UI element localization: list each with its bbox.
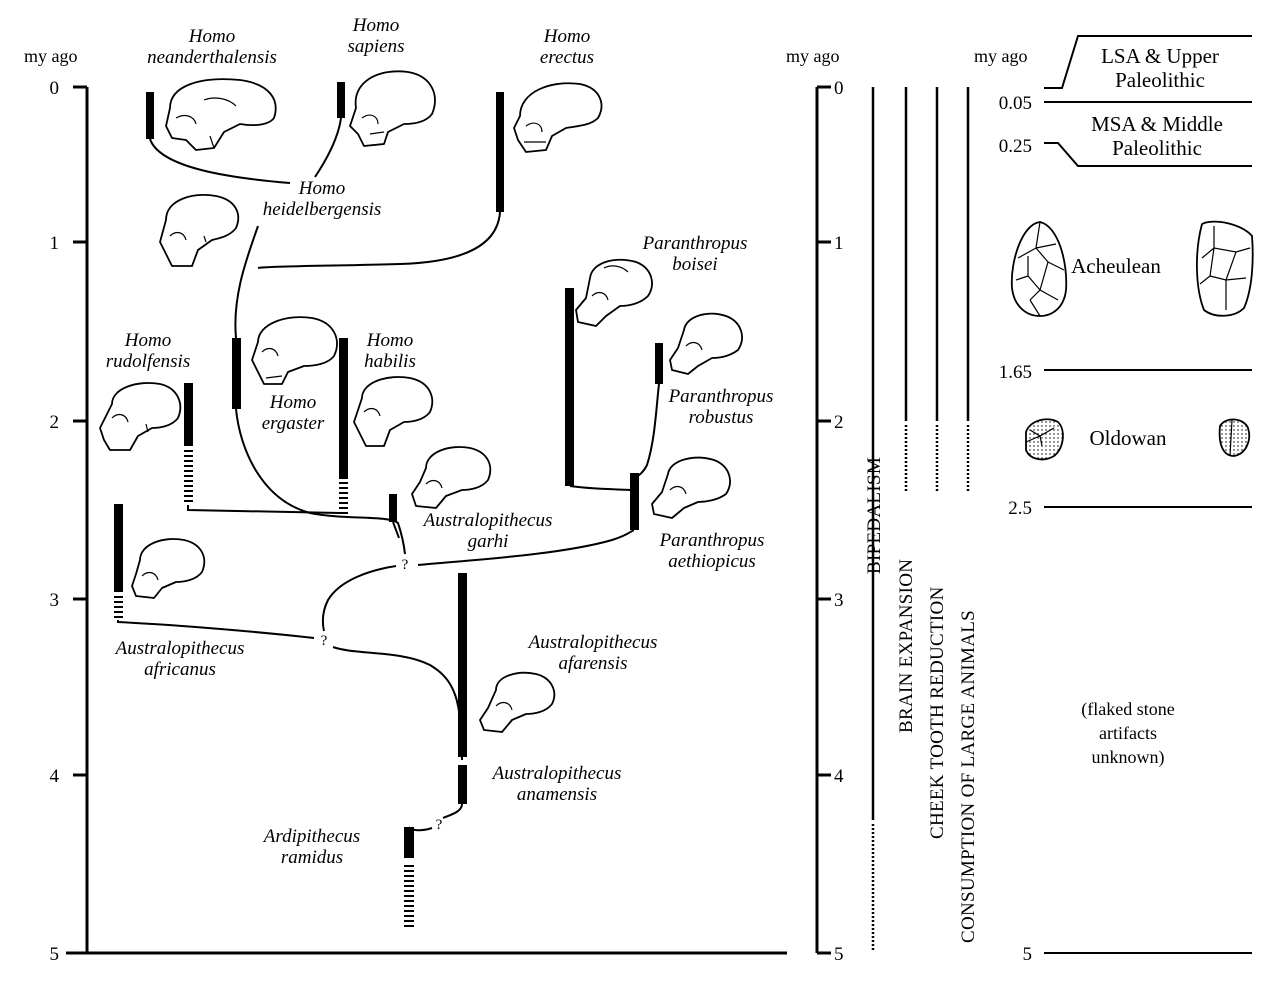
left-tick-label: 2 [50, 412, 60, 433]
archaeology-axis-title: my ago [974, 46, 1028, 66]
uncertain-node-marker: ? [321, 633, 328, 649]
oldowan-chopper-drawing [1025, 418, 1064, 461]
left-time-axis: my ago 0 1 2 3 4 5 [24, 46, 787, 965]
range-bar-habilis [339, 338, 348, 479]
range-dashes-africanus [114, 596, 123, 618]
skull-neanderthalensis-drawing [165, 78, 277, 151]
skull-afarensis-drawing [479, 671, 556, 733]
oldowan-flake-drawing [1218, 418, 1251, 457]
trait-label-consumption-of-large-animals: CONSUMPTION OF LARGE ANIMALS [958, 610, 979, 943]
skull-africanus-drawing [131, 538, 206, 599]
range-bar-ramidus [404, 827, 414, 858]
phylogeny-branches: ? ? ? [117, 117, 660, 833]
skull-robustus-drawing [669, 312, 743, 375]
species-range-bars [114, 82, 663, 927]
left-tick-label: 5 [50, 944, 60, 965]
skull-erectus-drawing [513, 82, 603, 153]
middle-tick-label: 5 [834, 944, 844, 965]
archaeology-tick-label: 1.65 [999, 362, 1032, 383]
trait-columns: BIPEDALISM BRAIN EXPANSION CHEEK TOOTH R… [864, 87, 979, 950]
left-tick-label: 4 [50, 766, 60, 787]
skull-aethiopicus-drawing [651, 456, 731, 519]
range-dashes-habilis [339, 482, 348, 514]
middle-tick-label: 4 [834, 766, 844, 787]
range-bar-neanderthalensis [146, 92, 154, 139]
range-bar-sapiens [337, 82, 345, 118]
range-dashes-rudolfensis [184, 450, 193, 502]
range-bar-robustus [655, 343, 663, 384]
trait-label-bipedalism: BIPEDALISM [864, 457, 885, 574]
skull-heidelbergensis-drawing [159, 194, 240, 267]
uncertain-node-marker: ? [436, 817, 443, 833]
middle-tick-label: 1 [834, 233, 844, 254]
range-bar-africanus [114, 504, 123, 592]
archaeology-tick-label: 2.5 [1008, 498, 1032, 519]
skull-boisei-drawing [575, 258, 653, 327]
range-bar-erectus [496, 92, 504, 212]
skull-ergaster-drawing [251, 316, 338, 385]
range-bar-ergaster [232, 338, 241, 409]
left-axis-title: my ago [24, 46, 78, 66]
left-tick-label: 0 [50, 78, 60, 99]
trait-label-cheek-tooth-reduction: CHEEK TOOTH REDUCTION [927, 586, 948, 839]
middle-tick-label: 0 [834, 78, 844, 99]
range-bar-garhi [389, 494, 397, 522]
trait-label-brain-expansion: BRAIN EXPANSION [896, 559, 917, 733]
skull-garhi-drawing [411, 446, 492, 509]
industry-label-acheulean: Acheulean [1071, 254, 1161, 278]
skull-sapiens-drawing [349, 70, 436, 147]
left-tick-label: 1 [50, 233, 60, 254]
middle-axis-title: my ago [786, 46, 840, 66]
skull-habilis-drawing [353, 376, 434, 447]
archaeology-tick-label: 0.25 [999, 136, 1032, 157]
range-bar-aethiopicus [630, 473, 639, 530]
range-dashes-ramidus [404, 865, 414, 927]
uncertain-node-marker: ? [402, 557, 409, 573]
middle-tick-label: 3 [834, 590, 844, 611]
middle-time-axis: my ago 0 1 2 3 4 5 [786, 46, 844, 965]
industry-label-oldowan: Oldowan [1090, 426, 1167, 450]
range-bar-boisei [565, 288, 574, 486]
range-bar-rudolfensis [184, 383, 193, 446]
skull-rudolfensis-drawing [99, 382, 182, 451]
archaeology-tick-label: 5 [1023, 944, 1033, 965]
archaeology-tick-label: 0.05 [999, 93, 1032, 114]
range-bar-anamensis [458, 765, 467, 804]
middle-tick-label: 2 [834, 412, 844, 433]
acheulean-cleaver-drawing [1196, 220, 1254, 317]
left-tick-label: 3 [50, 590, 60, 611]
acheulean-handaxe-drawing [1010, 221, 1068, 317]
range-bar-afarensis [458, 573, 467, 757]
